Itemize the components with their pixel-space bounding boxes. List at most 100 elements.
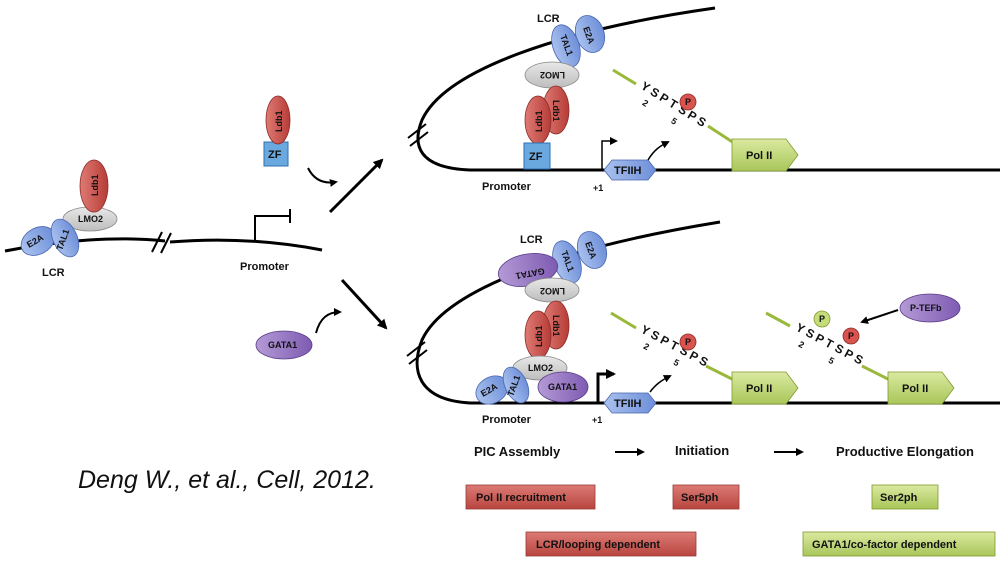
zf-ldb1-label: Ldb1 xyxy=(274,111,284,133)
phospho-p-green xyxy=(813,310,831,328)
tss-arrow-bottom xyxy=(596,369,616,403)
e2a-protein-bottom-top xyxy=(576,231,608,269)
box-ser2ph xyxy=(871,484,939,510)
lcr-label-left: LCR xyxy=(42,267,65,279)
pos5-top: 5 xyxy=(669,116,679,127)
tal1-protein-bottom xyxy=(502,366,530,404)
box-pol2-recruitment-label: Pol II recruitment xyxy=(476,492,566,504)
phospho-p-red-elong-label: P xyxy=(848,331,854,341)
tfiih-phospho-arrow-top xyxy=(647,141,670,161)
pol2-bottom xyxy=(731,371,799,405)
zf-ldb1-protein xyxy=(265,95,291,145)
box-gata1-cofactor xyxy=(802,531,996,557)
gata1-protein-left xyxy=(255,330,313,360)
ctd-tail-top xyxy=(612,68,637,86)
box-ser5ph-label: Ser5ph xyxy=(681,492,719,504)
lmo2-label-top: LMO2 xyxy=(540,70,565,80)
ldb1-label-top-b: Ldb1 xyxy=(551,100,561,122)
dependency-boxes: Pol II recruitment Ser5ph Ser2ph LCR/loo… xyxy=(465,484,996,557)
arrow-to-top-panel xyxy=(328,158,384,214)
gata1-label-left: GATA1 xyxy=(268,340,297,350)
ctd-sequence-bottom: Y S P T S P S 2 5 xyxy=(639,322,711,369)
arrow-to-bottom-panel xyxy=(340,278,388,330)
ldb1-label-bottom-b: Ldb1 xyxy=(551,315,561,337)
left-panel: Promoter LCR LMO2 Ldb1 E2A TAL1 xyxy=(4,159,323,279)
zf-label-top: ZF xyxy=(529,151,543,163)
tfiih-label-top: TFIIH xyxy=(614,165,642,177)
tfiih-phospho-arrow-bottom xyxy=(649,375,672,393)
promoter-bent-arrow-left xyxy=(254,215,290,241)
ldb1-label-bottom-a: Ldb1 xyxy=(534,326,544,348)
pol2-elong xyxy=(887,371,955,405)
ctd-tail-elong-2 xyxy=(861,364,891,382)
break-mark-bottom xyxy=(406,341,428,365)
box-lcr-looping xyxy=(525,531,697,557)
pos2-bottom: 2 xyxy=(642,341,651,352)
box-pol2-recruitment xyxy=(465,484,596,510)
lmo2-label-bottom: LMO2 xyxy=(528,363,553,373)
box-gata1-cofactor-label: GATA1/co-factor dependent xyxy=(812,539,957,551)
zf-box xyxy=(263,141,289,167)
ldb1-label-top-a: Ldb1 xyxy=(534,111,544,133)
box-lcr-looping-label: LCR/looping dependent xyxy=(536,539,660,551)
stage-initiation: Initiation xyxy=(675,443,729,458)
promoter-label-bottom: Promoter xyxy=(482,414,532,426)
lmo2-label-bottom-top: LMO2 xyxy=(540,286,565,296)
pol2-label-bottom: Pol II xyxy=(746,383,772,395)
ctd-sequence-top: Y S P T S P S 2 5 xyxy=(638,79,708,130)
ctd-tail-elong xyxy=(765,311,791,328)
bottom-panel: LCR Promoter +1 E2A TAL1 GATA1 LMO2 Ldb1… xyxy=(406,220,1000,426)
promoter-label-top: Promoter xyxy=(482,181,532,193)
phospho-p-red-elong xyxy=(842,327,860,345)
pol2-label-top: Pol II xyxy=(746,150,772,162)
top-panel: LCR Promoter +1 E2A TAL1 LMO2 Ldb1 Ldb1 … xyxy=(407,6,1000,193)
seq-elong-6: S xyxy=(852,351,866,367)
phospho-p-top xyxy=(679,93,697,111)
gata1-protein-bottom xyxy=(537,371,589,403)
plus-one-label-top: +1 xyxy=(593,183,603,193)
lcr-label-top: LCR xyxy=(537,13,560,25)
pos5-elong: 5 xyxy=(827,355,836,366)
ctd-tail-bottom-2 xyxy=(705,364,735,382)
phospho-p-bottom-label: P xyxy=(685,337,691,347)
gata1-input: GATA1 xyxy=(255,308,342,360)
dna-strand-left-2 xyxy=(169,238,323,252)
curved-arrow-zf xyxy=(307,167,338,187)
pos5-bottom: 5 xyxy=(672,357,681,368)
ctd-tail-bottom xyxy=(610,311,637,330)
pos2-top: 2 xyxy=(641,98,651,109)
phospho-p-green-label: P xyxy=(819,314,825,324)
tal1-protein xyxy=(50,218,80,258)
gata1-label-bottom: GATA1 xyxy=(548,382,577,392)
ptefb-arrow xyxy=(860,309,899,324)
box-ser5ph xyxy=(672,484,740,510)
ptefb-label: P-TEFb xyxy=(910,303,942,313)
zf-box-top xyxy=(523,142,551,170)
ldb1-protein xyxy=(79,159,109,213)
lmo2-label: LMO2 xyxy=(78,214,103,224)
gata1-label-bottom-top: GATA1 xyxy=(515,266,545,281)
zf-label: ZF xyxy=(268,149,282,161)
ptefb-protein xyxy=(899,293,961,323)
dna-loop-bottom xyxy=(415,220,1000,405)
stage-pic-assembly: PIC Assembly xyxy=(474,444,561,459)
citation: Deng W., et al., Cell, 2012. xyxy=(78,466,376,494)
pos2-elong: 2 xyxy=(797,339,806,350)
stage-productive-elongation: Productive Elongation xyxy=(836,444,974,459)
box-ser2ph-label: Ser2ph xyxy=(880,492,918,504)
promoter-label-left: Promoter xyxy=(240,261,290,273)
tss-arrow-top xyxy=(601,137,618,170)
phospho-p-bottom xyxy=(679,333,697,351)
tfiih-label-bottom: TFIIH xyxy=(614,398,642,410)
lcr-label-bottom: LCR xyxy=(520,234,543,246)
phospho-p-top-label: P xyxy=(685,97,691,107)
ctd-tail-top-2 xyxy=(707,124,735,145)
tfiih-bottom xyxy=(603,392,657,414)
plus-one-label-bottom: +1 xyxy=(592,415,602,425)
dna-loop-top xyxy=(416,6,1000,172)
break-mark-top xyxy=(407,123,429,147)
zf-ldb1-input: ZF Ldb1 xyxy=(263,95,338,187)
stage-row: PIC Assembly Initiation Productive Elong… xyxy=(474,443,974,459)
ctd-sequence-elong: Y S P T S P S 2 5 xyxy=(794,320,866,367)
